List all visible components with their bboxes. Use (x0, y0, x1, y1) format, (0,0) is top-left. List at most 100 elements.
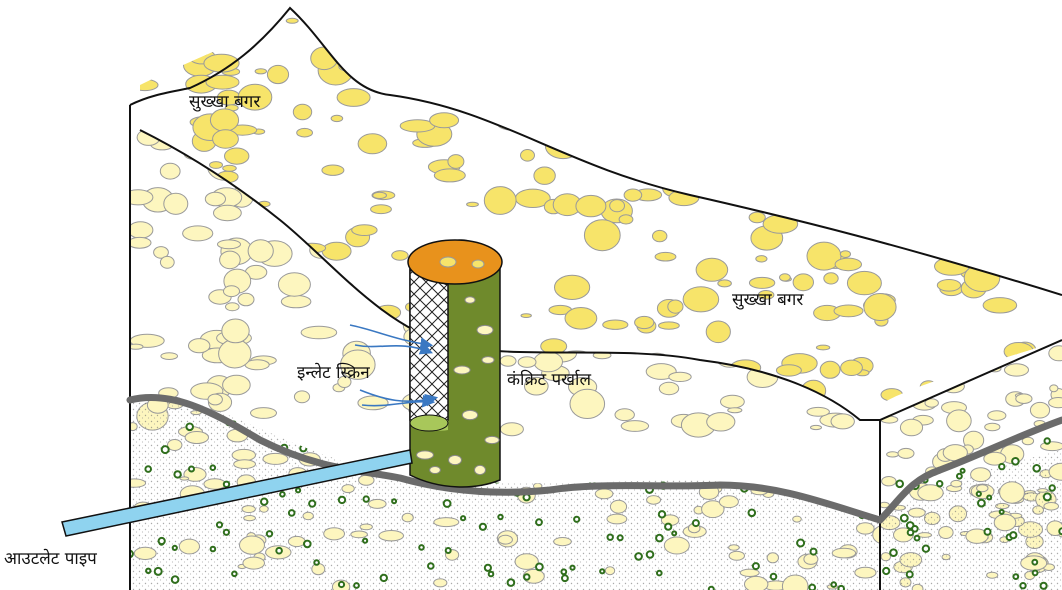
pebble (733, 158, 760, 182)
pebble (518, 276, 531, 287)
pebble (534, 352, 563, 372)
pebble (978, 144, 1014, 163)
pebble (664, 537, 689, 554)
pebble (487, 38, 513, 48)
pebble (971, 371, 1002, 394)
pebble (577, 167, 587, 174)
gravel-dot (224, 530, 229, 535)
pebble (414, 59, 431, 68)
pebble (902, 49, 926, 68)
pebble (941, 89, 972, 109)
pebble (164, 131, 181, 143)
pebble (123, 479, 145, 487)
pebble (555, 88, 571, 102)
pebble (585, 113, 596, 120)
well-texture-spot (462, 410, 477, 419)
pebble (125, 308, 147, 322)
pebble (740, 39, 752, 48)
pebble (920, 381, 937, 394)
pebble (161, 353, 178, 360)
pebble (484, 187, 516, 215)
pebble (814, 96, 833, 112)
pebble (856, 157, 888, 177)
pebble (778, 419, 792, 427)
pebble (896, 328, 911, 335)
pebble (985, 423, 1000, 431)
pebble (373, 192, 387, 198)
gravel-dot (173, 546, 177, 550)
gravel-dot (771, 574, 777, 580)
pebble (556, 121, 589, 141)
pebble (994, 514, 1016, 530)
pebble (434, 579, 447, 587)
pebble (352, 225, 377, 236)
pebble (568, 107, 592, 119)
pebble (804, 554, 818, 565)
pebble (220, 251, 241, 269)
pebble (525, 257, 559, 285)
pebble (829, 444, 847, 459)
pebble (226, 303, 240, 311)
pebble (837, 172, 856, 184)
gravel-dot (987, 496, 991, 500)
pebble (164, 193, 188, 214)
pebble (876, 191, 887, 199)
pebble (294, 391, 309, 403)
pebble (434, 518, 459, 527)
gravel-dot (261, 499, 267, 505)
gravel-dot (1000, 510, 1004, 514)
gravel-dot (1012, 458, 1019, 465)
pebble (548, 111, 579, 122)
pebble (635, 316, 654, 328)
pebble (712, 380, 729, 395)
gravel-dot (232, 572, 237, 577)
pebble (232, 449, 255, 460)
pebble (651, 446, 663, 455)
pebble (609, 265, 633, 283)
pebble (220, 0, 255, 14)
pebble (168, 440, 182, 451)
gravel-dot (628, 455, 633, 460)
gravel-dot (937, 481, 942, 486)
pebble (110, 175, 130, 185)
pebble (887, 452, 899, 457)
pebble (964, 207, 990, 218)
pebble (881, 553, 890, 561)
gravel-dot (597, 421, 601, 425)
pebble (210, 0, 226, 13)
pebble (745, 576, 768, 590)
pebble (727, 112, 744, 126)
pebble (604, 465, 621, 476)
pebble (490, 145, 504, 151)
pebble (545, 134, 580, 159)
pebble (639, 66, 674, 81)
pebble (160, 163, 180, 179)
pebble (720, 155, 756, 176)
gravel-dot (656, 535, 663, 542)
pebble (712, 209, 747, 230)
pebble (185, 365, 204, 375)
pebble (767, 553, 778, 563)
pebble (621, 421, 648, 432)
gravel-dot (1033, 465, 1040, 472)
pebble (643, 162, 661, 169)
pebble (199, 303, 227, 321)
pebble (554, 393, 565, 399)
pebble (983, 298, 1017, 313)
gravel-dot (363, 539, 367, 543)
pebble (958, 101, 971, 111)
pebble (518, 357, 536, 368)
gravel-dot (480, 524, 486, 530)
pebble (117, 296, 139, 309)
pebble (605, 567, 614, 575)
pebble (830, 96, 843, 104)
pebble (338, 195, 354, 203)
pebble (878, 326, 894, 339)
pebble (907, 108, 924, 116)
pebble (999, 222, 1035, 243)
gravel-dot (608, 535, 613, 540)
pebble (780, 274, 791, 281)
pebble (611, 458, 624, 466)
pebble (749, 277, 774, 288)
